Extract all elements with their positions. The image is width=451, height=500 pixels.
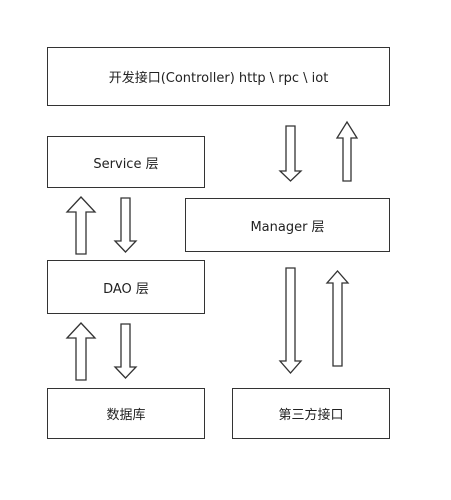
service-layer-label: Service 层: [93, 156, 159, 172]
arrow-dao-to-service: [65, 196, 97, 255]
manager-layer-box: Manager 层: [185, 198, 390, 252]
third-party-interface-label: 第三方接口: [278, 408, 344, 423]
dao-layer-box: DAO 层: [47, 260, 205, 314]
controller-layer-box: 开发接口(Controller) http \ rpc \ iot: [47, 47, 390, 106]
database-label: 数据库: [106, 408, 146, 423]
dao-layer-label: DAO 层: [103, 281, 149, 297]
third-party-interface-box: 第三方接口: [232, 388, 390, 439]
arrow-database-to-dao: [65, 322, 97, 381]
arrow-top-to-manager: [278, 125, 303, 182]
manager-layer-label: Manager 层: [250, 219, 325, 235]
controller-layer-label: 开发接口(Controller) http \ rpc \ iot: [108, 71, 329, 86]
arrow-third-party-to-manager: [325, 270, 350, 367]
arrow-dao-to-database: [113, 323, 138, 379]
arrow-manager-to-top: [335, 120, 359, 182]
database-box: 数据库: [47, 388, 205, 439]
service-layer-box: Service 层: [47, 136, 205, 188]
arrow-manager-to-third-party: [278, 267, 303, 374]
arrow-service-to-dao: [113, 197, 138, 253]
